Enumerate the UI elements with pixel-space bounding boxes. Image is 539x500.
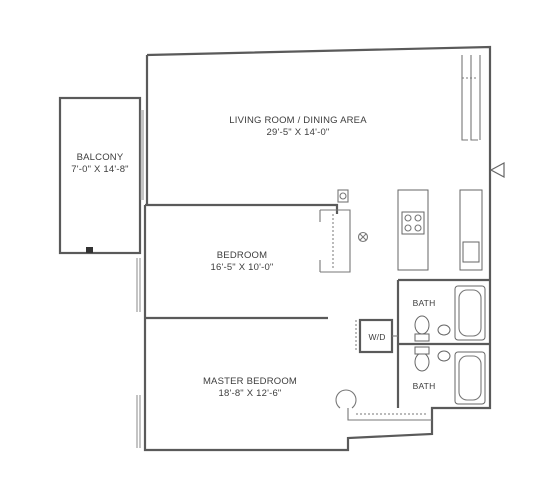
sink-icon xyxy=(462,241,480,263)
vanity-sink-upper xyxy=(437,324,451,336)
laundry-label: W/D xyxy=(368,332,386,342)
living-window-frame xyxy=(461,55,468,141)
master-bedroom-size: 18'-8" X 12'-6" xyxy=(218,388,282,399)
balcony-outline xyxy=(58,96,142,255)
balcony-label: BALCONY 7'-0" X 14'-8" xyxy=(58,152,142,176)
bedroom-size: 16'-5" X 10'-0" xyxy=(210,262,274,273)
stove-icon xyxy=(401,211,425,235)
bedroom-north-wall xyxy=(145,203,339,214)
outer-wall xyxy=(143,45,492,452)
bedroom-name: BEDROOM xyxy=(216,250,268,261)
vanity-sink-lower xyxy=(437,350,451,362)
bathtub-lower xyxy=(454,351,486,405)
balcony-size: 7'-0" X 14'-8" xyxy=(71,164,129,175)
light-fixture xyxy=(357,231,369,243)
living-room-label: LIVING ROOM / DINING AREA 29'-5" X 14'-0… xyxy=(198,115,398,139)
entry-arrow xyxy=(489,161,505,179)
balcony-post xyxy=(86,247,93,253)
master-bedroom-label: MASTER BEDROOM 18'-8" X 12'-6" xyxy=(180,376,320,400)
living-room-name: LIVING ROOM / DINING AREA xyxy=(229,115,367,126)
bedroom-label: BEDROOM 16'-5" X 10'-0" xyxy=(182,250,302,274)
balcony-name: BALCONY xyxy=(76,152,124,163)
toilet-upper-icon xyxy=(414,315,430,335)
duct-box xyxy=(337,189,349,203)
toilet-lower-icon xyxy=(414,352,430,372)
bath-upper-label: BATH xyxy=(412,298,436,308)
bathtub-upper xyxy=(454,285,486,341)
master-bedroom-name: MASTER BEDROOM xyxy=(202,376,298,387)
master-closet xyxy=(347,408,432,421)
bath-lower-label: BATH xyxy=(412,381,436,391)
living-room-size: 29'-5" X 14'-0" xyxy=(266,127,330,138)
bedroom-closet xyxy=(320,209,351,273)
door-swing-master xyxy=(335,389,357,409)
